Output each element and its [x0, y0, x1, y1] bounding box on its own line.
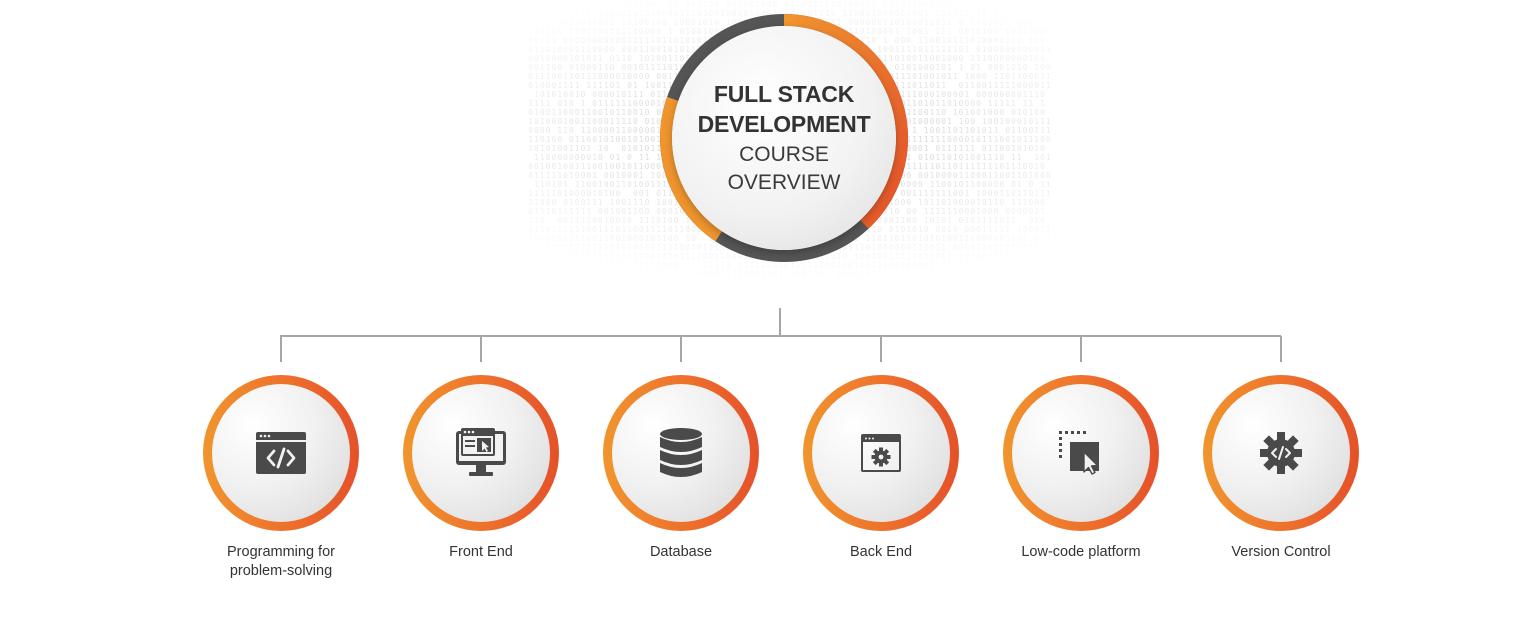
topic-label-database: Database	[649, 544, 713, 560]
hub-title-line-1: FULL STACK	[713, 81, 855, 107]
monitor-cursor-icon	[456, 428, 506, 476]
hub-title-line-2: DEVELOPMENT	[697, 111, 871, 137]
hub-subtitle-line-1: COURSE	[739, 143, 829, 166]
hub-center-disc: FULL STACK DEVELOPMENT COURSE OVERVIEW	[672, 26, 896, 250]
topic-disc	[412, 384, 550, 522]
drag-drop-icon	[1059, 431, 1099, 475]
topic-label-version-control: Version Control	[1231, 544, 1331, 560]
topic-disc	[212, 384, 350, 522]
database-icon	[660, 428, 702, 477]
topic-node-low-code	[1003, 375, 1159, 531]
topic-node-back-end	[803, 375, 959, 531]
topic-label-front-end: Front End	[449, 544, 513, 560]
topic-label-programming: Programming for problem-solving	[227, 544, 335, 579]
topic-disc	[812, 384, 950, 522]
browser-gear-icon	[861, 434, 901, 472]
topic-disc	[1212, 384, 1350, 522]
topic-node-database	[603, 375, 759, 531]
hub-subtitle-line-2: OVERVIEW	[727, 171, 841, 194]
topic-node-programming	[203, 375, 359, 531]
course-hub: FULL STACK DEVELOPMENT COURSE OVERVIEW	[658, 12, 910, 264]
topic-disc	[1012, 384, 1150, 522]
gear-code-icon	[1260, 432, 1302, 474]
hub-ring	[660, 14, 909, 262]
code-window-icon	[256, 432, 306, 474]
topic-node-version-control	[1203, 375, 1359, 531]
topic-label-low-code: Low-code platform	[1021, 544, 1141, 560]
topic-node-front-end	[403, 375, 559, 531]
topic-label-back-end: Back End	[849, 544, 913, 560]
topic-disc	[612, 384, 750, 522]
